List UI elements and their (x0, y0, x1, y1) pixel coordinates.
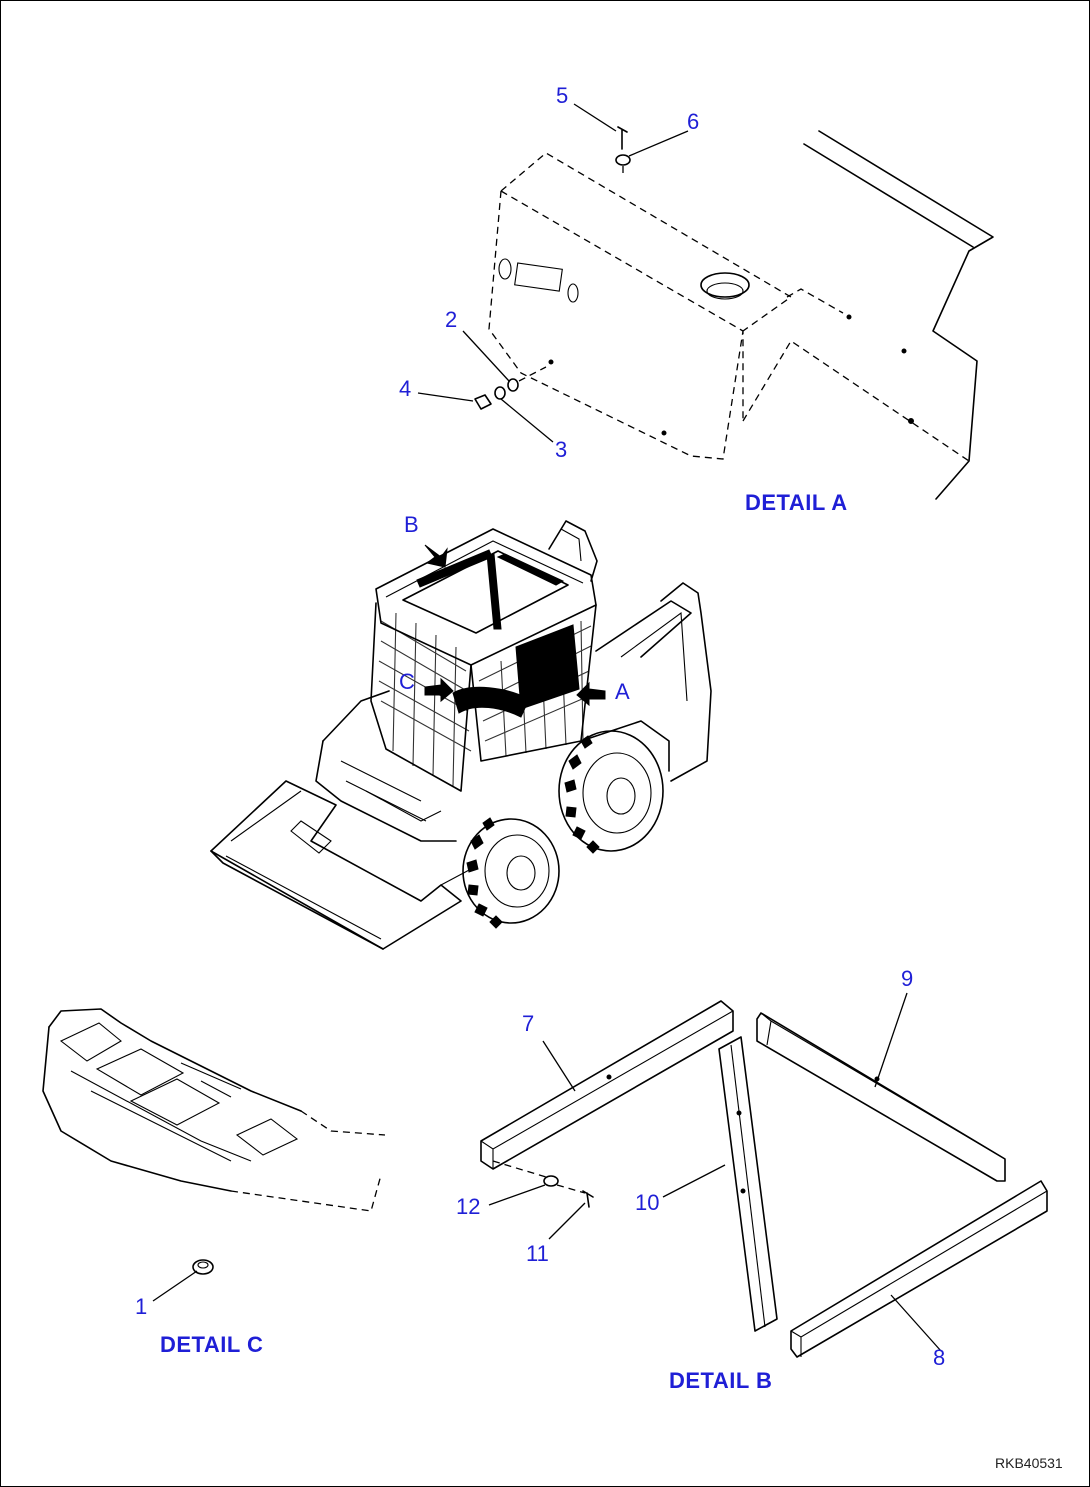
detail-c-front-panel (42, 1008, 386, 1302)
detail-a-leaders (417, 103, 689, 443)
skid-steer-loader (210, 520, 712, 950)
detail-c-label: DETAIL C (160, 1332, 264, 1357)
arrow-label-c: C (399, 669, 415, 694)
callout-10: 10 (635, 1190, 660, 1215)
drawing-code: RKB40531 (995, 1455, 1063, 1471)
arrow-label-a: A (615, 679, 630, 704)
callout-2: 2 (445, 307, 458, 332)
detail-b-leaders (488, 992, 942, 1352)
callout-7: 7 (522, 1011, 535, 1036)
detail-a-label: DETAIL A (745, 490, 848, 515)
callout-4: 4 (399, 376, 412, 401)
callout-5: 5 (556, 83, 569, 108)
callout-6: 6 (687, 109, 700, 134)
callout-3: 3 (555, 437, 568, 462)
callout-11: 11 (526, 1241, 549, 1266)
detail-b-label: DETAIL B (669, 1368, 773, 1393)
detail-a-cover-panel (474, 126, 994, 500)
arrow-label-b: B (404, 512, 419, 537)
callout-9: 9 (901, 966, 914, 991)
detail-b-frame-bars (480, 1000, 1048, 1358)
callout-1: 1 (135, 1294, 148, 1319)
callout-12: 12 (456, 1194, 481, 1219)
callout-8: 8 (933, 1345, 946, 1370)
